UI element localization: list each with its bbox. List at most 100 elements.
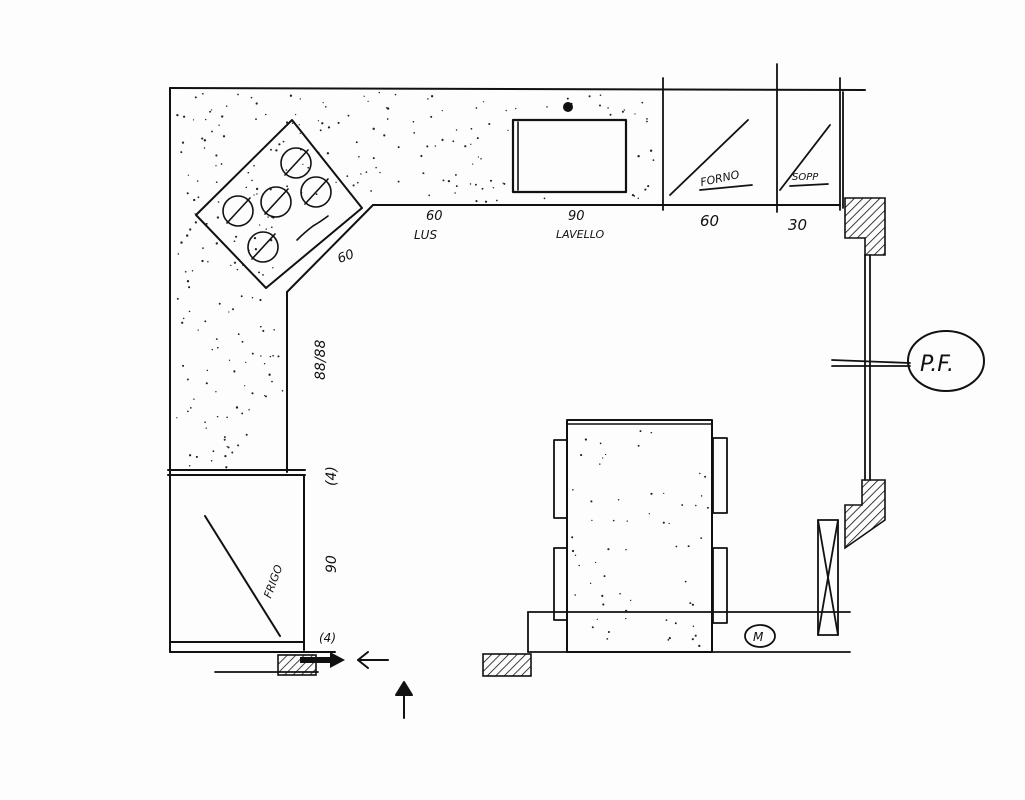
speckle-dot bbox=[375, 166, 377, 169]
speckle-dot bbox=[442, 179, 445, 182]
m-tag: M bbox=[744, 624, 776, 648]
speckle-dot bbox=[217, 201, 220, 203]
speckle-dot bbox=[412, 120, 415, 123]
speckle-dot bbox=[625, 548, 627, 551]
speckle-dot bbox=[662, 521, 665, 524]
speckle-dot bbox=[216, 346, 219, 349]
speckle-dot bbox=[298, 124, 300, 126]
speckle-dot bbox=[420, 154, 423, 158]
chair bbox=[712, 437, 728, 514]
speckle-dot bbox=[223, 438, 226, 441]
speckle-dot bbox=[267, 216, 269, 218]
speckle-dot bbox=[270, 148, 272, 151]
speckle-dot bbox=[543, 197, 546, 200]
speckle-dot bbox=[220, 163, 223, 165]
speckle-dot bbox=[681, 504, 684, 506]
speckle-dot bbox=[322, 101, 324, 104]
oven-width-label: 60 bbox=[700, 212, 719, 230]
speckle-dot bbox=[386, 107, 390, 110]
window-marker: P.F. bbox=[907, 330, 985, 392]
speckle-dot bbox=[488, 122, 491, 126]
speckle-dot bbox=[222, 135, 226, 138]
speckle-dot bbox=[589, 582, 592, 585]
speckle-dot bbox=[201, 92, 204, 95]
speckle-dot bbox=[225, 105, 228, 107]
speckle-dot bbox=[372, 157, 375, 160]
speckle-dot bbox=[599, 463, 601, 465]
countertop-outline bbox=[167, 87, 866, 653]
speckle-dot bbox=[203, 139, 207, 142]
speckle-dot bbox=[295, 114, 297, 116]
speckle-dot bbox=[225, 466, 228, 469]
speckle-dot bbox=[668, 636, 671, 640]
speckle-dot bbox=[639, 430, 642, 433]
speckle-dot bbox=[489, 179, 493, 182]
speckle-dot bbox=[186, 378, 189, 381]
speckle-dot bbox=[180, 151, 183, 154]
speckle-dot bbox=[372, 127, 375, 130]
speckle-dot bbox=[652, 159, 655, 161]
speckle-dot bbox=[503, 182, 506, 185]
speckle-dot bbox=[277, 355, 280, 358]
speckle-dot bbox=[428, 194, 431, 197]
chair bbox=[712, 547, 728, 624]
speckle-dot bbox=[177, 253, 180, 255]
fridge-width-label: 90 bbox=[324, 555, 340, 573]
speckle-dot bbox=[684, 580, 687, 583]
speckle-dot bbox=[347, 114, 350, 117]
speckle-dot bbox=[194, 213, 196, 215]
speckle-dot bbox=[189, 407, 192, 409]
speckle-dot bbox=[258, 224, 261, 226]
speckle-dot bbox=[230, 264, 232, 267]
speckle-dot bbox=[481, 187, 484, 190]
lus-width-label: 60 bbox=[426, 209, 443, 224]
speckle-dot bbox=[441, 138, 444, 141]
speckle-dot bbox=[706, 506, 709, 509]
wall-lines bbox=[214, 254, 911, 673]
speckle-dot bbox=[247, 171, 250, 174]
speckle-dot bbox=[383, 134, 386, 137]
speckle-dot bbox=[218, 302, 221, 305]
speckle-dot bbox=[253, 164, 255, 167]
speckle-dot bbox=[647, 185, 650, 188]
speckle-dot bbox=[422, 172, 425, 175]
speckle-dot bbox=[235, 235, 238, 238]
speckle-dot bbox=[447, 179, 451, 183]
speckle-dot bbox=[507, 129, 509, 132]
speckle-dot bbox=[602, 603, 605, 606]
speckle-dot bbox=[619, 592, 621, 595]
speckle-dot bbox=[194, 221, 198, 224]
speckle-dot bbox=[187, 410, 189, 413]
speckle-dot bbox=[480, 157, 482, 160]
speckle-dot bbox=[363, 95, 365, 97]
speckle-dot bbox=[235, 406, 239, 409]
speckle-dot bbox=[572, 489, 574, 491]
speckle-dot bbox=[694, 634, 697, 637]
sink-label: LAVELLO bbox=[556, 228, 604, 241]
hob-width-label: 60 bbox=[336, 247, 357, 267]
wall-segments bbox=[277, 197, 886, 677]
speckle-dot bbox=[205, 382, 208, 385]
speckle-dot bbox=[240, 295, 243, 298]
speckle-dot bbox=[691, 603, 694, 606]
arrow-left-filled-icon bbox=[300, 652, 345, 668]
speckle-dot bbox=[194, 96, 197, 99]
table-speckle bbox=[571, 430, 709, 648]
speckle-dot bbox=[206, 369, 209, 372]
speckle-dot bbox=[259, 325, 262, 328]
speckle-dot bbox=[607, 107, 609, 109]
speckle-dot bbox=[211, 130, 213, 133]
door-element bbox=[817, 519, 839, 636]
speckle-dot bbox=[188, 464, 191, 467]
speckle-dot bbox=[691, 638, 694, 641]
speckle-dot bbox=[227, 446, 230, 449]
speckle-dot bbox=[599, 442, 602, 445]
speckle-dot bbox=[180, 241, 183, 244]
speckle-dot bbox=[413, 132, 416, 134]
speckle-dot bbox=[233, 370, 236, 373]
speckle-dot bbox=[272, 267, 274, 269]
fridge bbox=[169, 474, 305, 651]
speckle-dot bbox=[700, 495, 703, 497]
speckle-dot bbox=[299, 132, 301, 135]
speckle-dot bbox=[482, 101, 485, 103]
